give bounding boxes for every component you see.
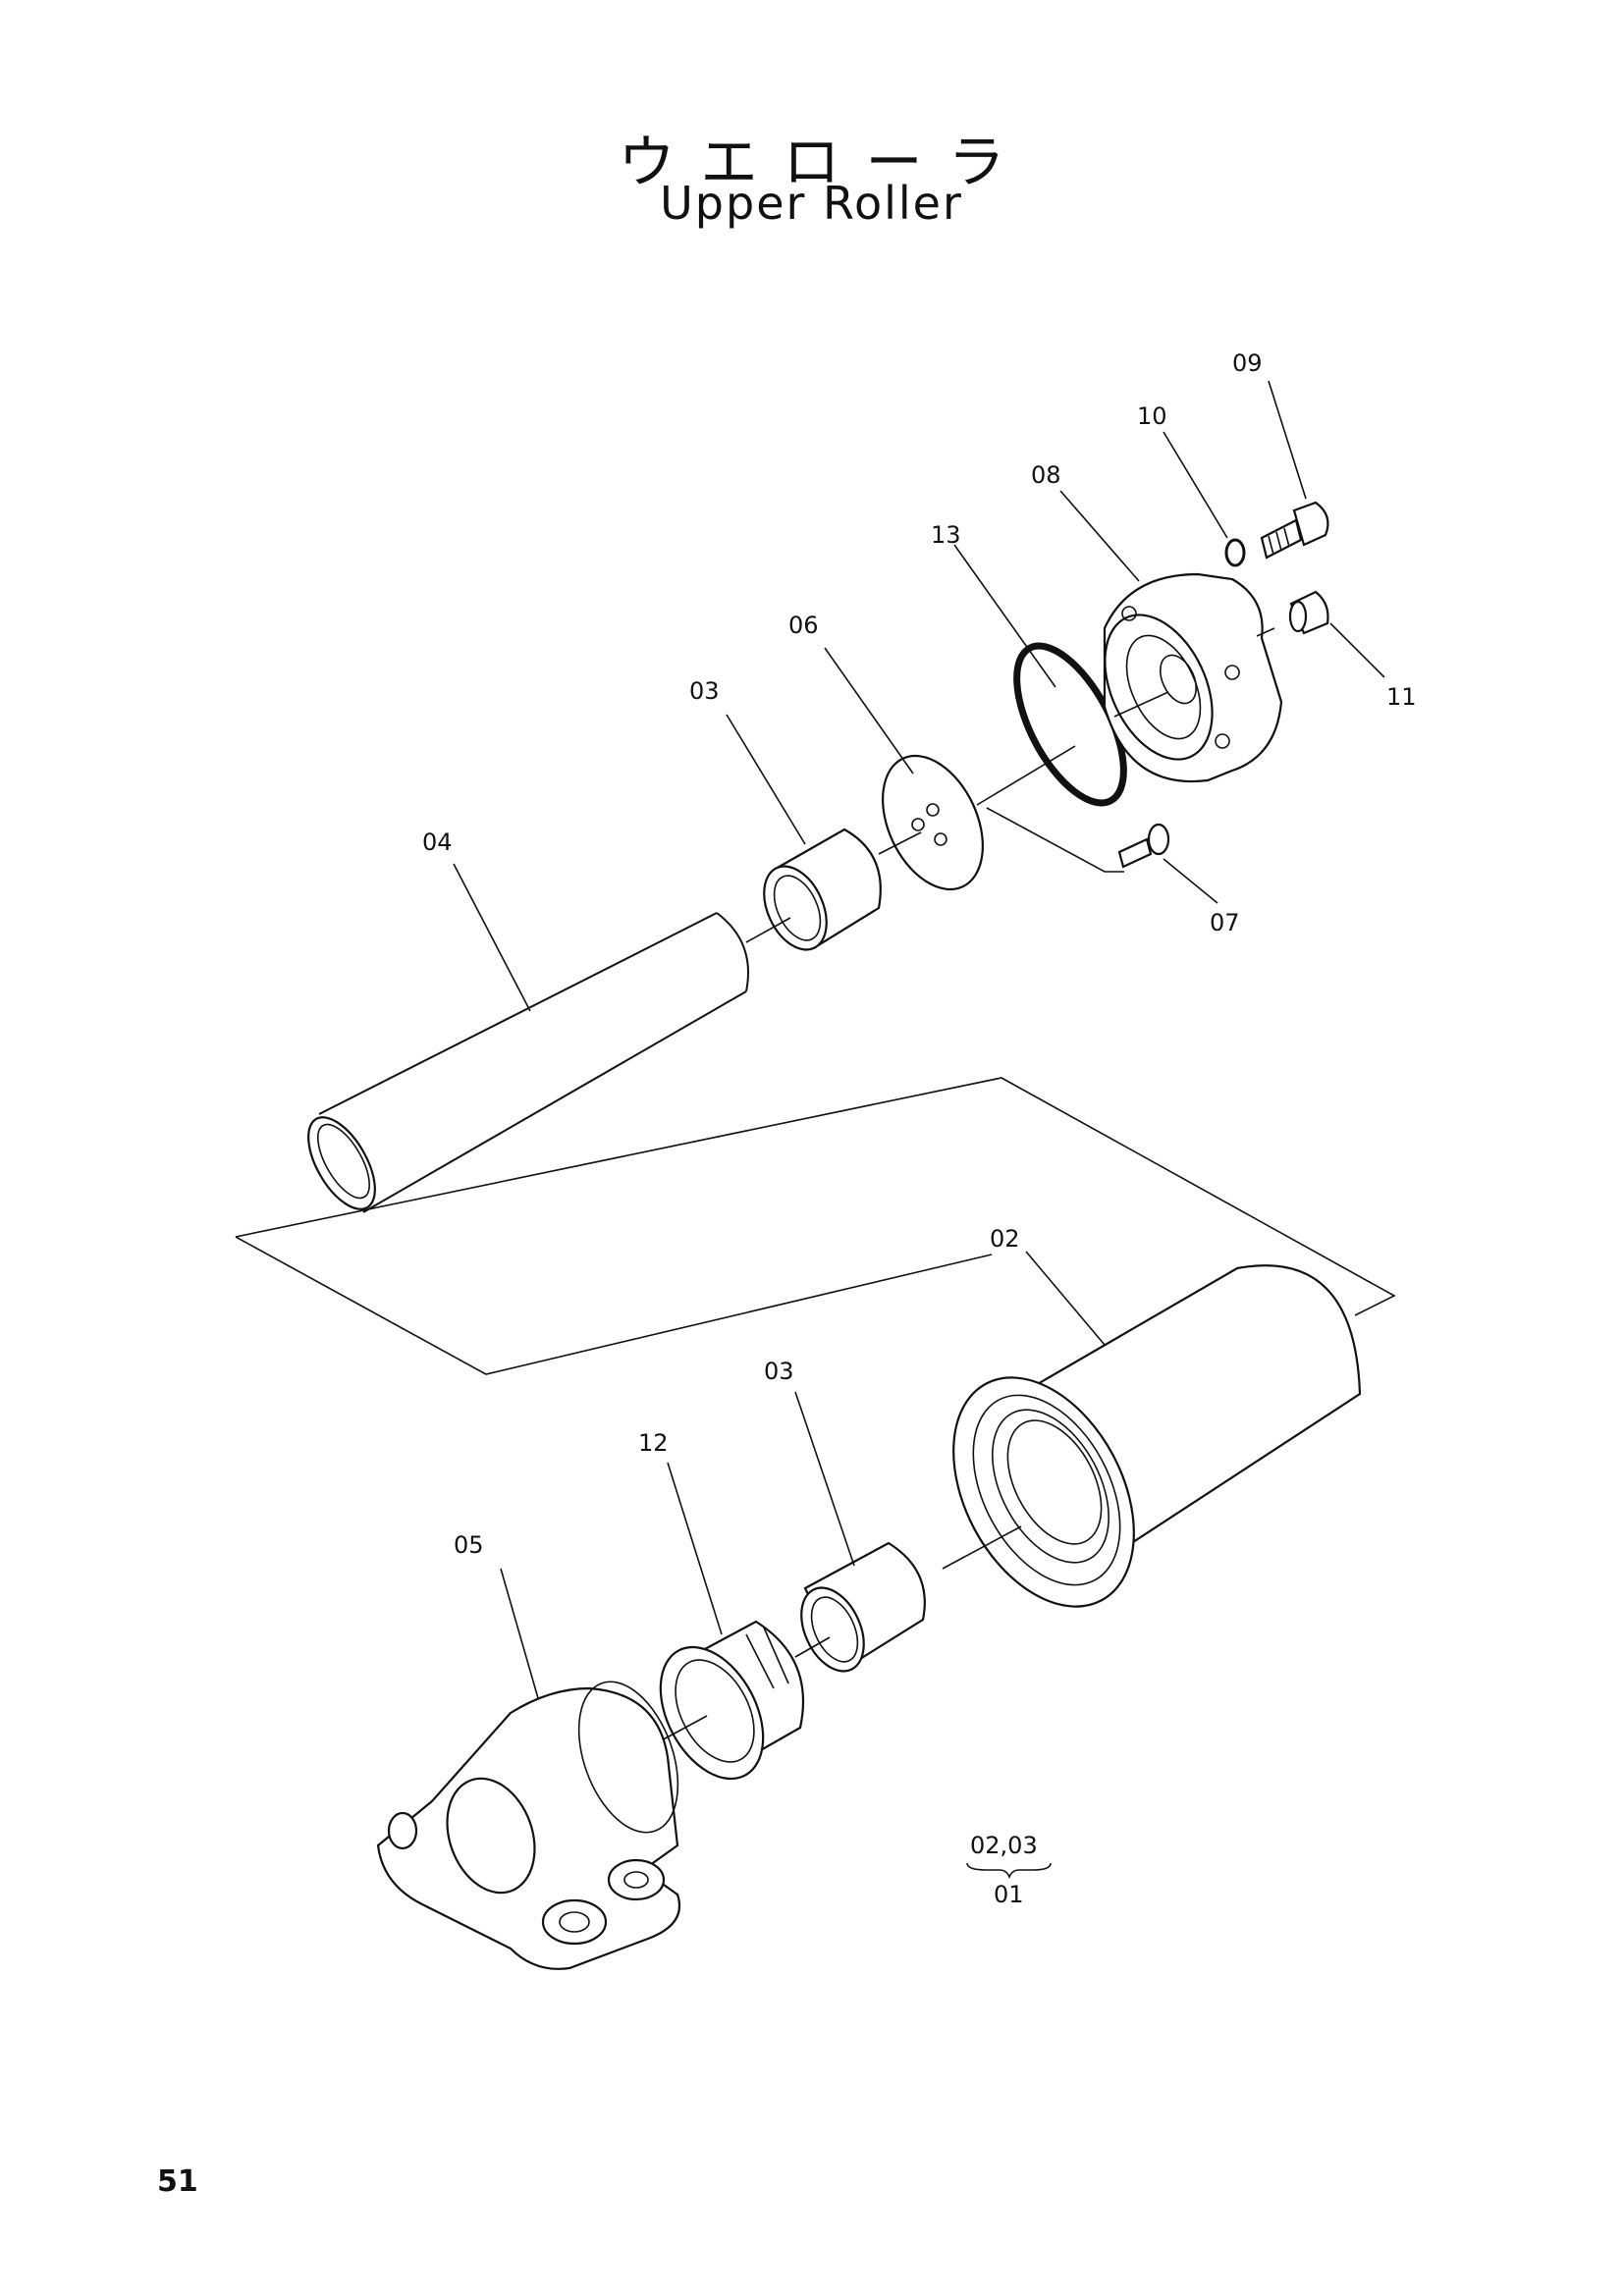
callout-06: 06 [788,612,819,639]
seal-12 [659,1620,805,1781]
leader-02 [1025,1251,1106,1346]
callout-02: 02 [990,1225,1020,1253]
leader-03-upper [726,714,806,845]
cover-08 [1103,572,1283,783]
bolt-09 [1260,501,1329,560]
roller-02 [952,1264,1362,1608]
callout-12: 12 [638,1429,669,1457]
center-line-frame [235,1077,1396,1316]
callout-03-upper: 03 [689,677,720,705]
leader-07 [1163,858,1218,904]
title-japanese: ウエローラ [618,129,1031,195]
callout-05: 05 [454,1531,484,1559]
callout-09: 09 [1232,349,1263,377]
shaft-04 [307,912,749,1213]
callout-03-lower: 03 [764,1358,794,1385]
leader-11 [1329,622,1385,678]
callout-04: 04 [422,828,453,856]
callout-11: 11 [1386,683,1417,711]
leader-05 [500,1568,539,1699]
callout-08: 08 [1031,461,1061,489]
page-number: 51 [157,2164,198,2199]
leader-04 [453,863,531,1012]
plate-06 [882,754,984,891]
assembly-components: 02,03 [970,1832,1038,1859]
screw-07 [1117,823,1170,869]
plug-11 [1288,590,1329,635]
washer-10 [1224,538,1246,567]
leader-10 [1163,431,1228,539]
bushing-03-lower [800,1541,926,1673]
leader-03-lower [794,1391,855,1567]
callout-07: 07 [1210,909,1240,936]
assembly-note: 02,03 01 [966,1832,1052,1908]
leader-06 [824,647,914,774]
bushing-03-upper [763,828,882,951]
title-english: Upper Roller [660,177,963,230]
leader-09 [1268,380,1307,500]
leader-12 [667,1462,723,1635]
center-line-frame-lower [235,1236,993,1375]
leader-08 [1059,490,1140,582]
assembly-unit: 01 [994,1881,1024,1908]
bracket-05 [376,1681,681,1970]
leader-13 [953,544,1056,688]
callout-10: 10 [1137,402,1167,430]
callout-13: 13 [931,521,961,549]
